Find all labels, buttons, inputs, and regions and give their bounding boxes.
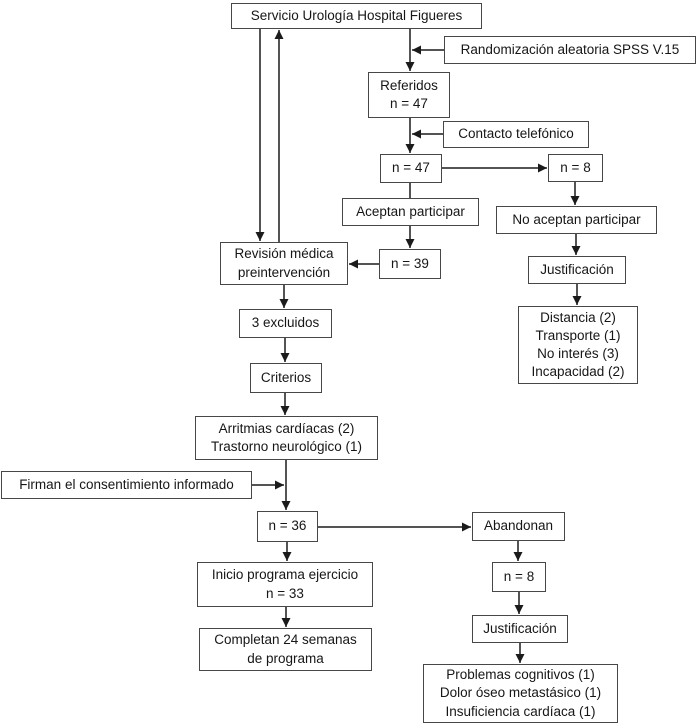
node-justificacion-no-aceptan: Justificación bbox=[528, 256, 626, 284]
node-n8-contacto: n = 8 bbox=[548, 154, 603, 182]
node-inicio-programa: Inicio programa ejercicio n = 33 bbox=[197, 562, 373, 607]
node-n47: n = 47 bbox=[380, 154, 442, 183]
node-3-excluidos: 3 excluidos bbox=[239, 309, 332, 338]
node-n8-abandonan: n = 8 bbox=[492, 562, 546, 592]
node-razones-no-aceptan: Distancia (2) Transporte (1) No interés … bbox=[518, 306, 638, 384]
node-randomizacion: Randomización aleatoria SPSS V.15 bbox=[444, 36, 696, 64]
node-completan-programa: Completan 24 semanas de programa bbox=[199, 628, 372, 671]
node-razones-abandono: Problemas cognitivos (1) Dolor óseo meta… bbox=[423, 664, 618, 723]
node-referidos: Referidos n = 47 bbox=[368, 72, 450, 118]
node-abandonan: Abandonan bbox=[472, 512, 565, 541]
node-justificacion-abandonan: Justificación bbox=[472, 615, 568, 643]
node-contacto-telefonico: Contacto telefónico bbox=[443, 121, 589, 148]
node-firman-consentimiento: Firman el consentimiento informado bbox=[1, 471, 252, 499]
node-arritmias-trastorno: Arritmias cardíacas (2) Trastorno neurol… bbox=[195, 416, 378, 460]
node-criterios: Criterios bbox=[250, 363, 322, 393]
node-servicio-urologia: Servicio Urología Hospital Figueres bbox=[231, 3, 482, 29]
node-n39: n = 39 bbox=[379, 249, 441, 279]
node-aceptan-participar: Aceptan participar bbox=[342, 198, 479, 226]
node-n36: n = 36 bbox=[257, 511, 318, 542]
node-revision-medica: Revisión médica preintervención bbox=[220, 242, 348, 285]
node-no-aceptan-participar: No aceptan participar bbox=[496, 206, 657, 234]
